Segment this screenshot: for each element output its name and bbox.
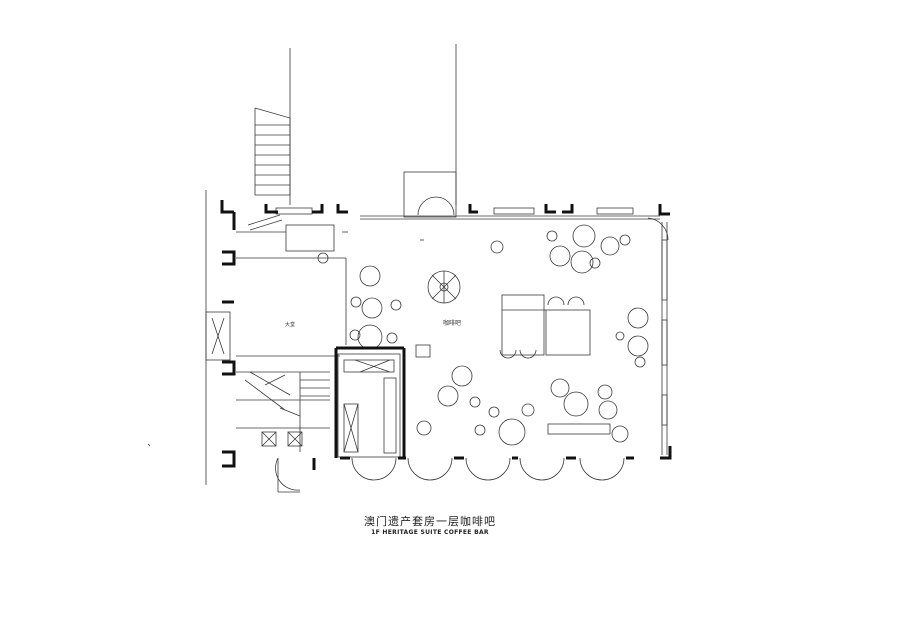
right-wall-windows <box>647 217 669 455</box>
drawing-subtitle: 1F HERITAGE SUITE COFFEE BAR <box>371 529 489 536</box>
lower-left-stair <box>236 371 330 452</box>
left-service-rooms <box>205 214 347 361</box>
bar-counter <box>337 344 431 458</box>
main-room-label: 咖啡吧 <box>443 319 461 327</box>
seating-left <box>349 265 402 350</box>
bottom-doors <box>275 457 625 493</box>
communal-table <box>499 294 591 359</box>
external-staircase <box>254 107 291 196</box>
structural-walls <box>220 200 672 470</box>
seating-lower-center <box>416 365 535 446</box>
seating-top-right <box>490 224 631 274</box>
side-room-label: 大堂 <box>285 321 295 328</box>
seating-lower-right <box>547 378 629 443</box>
center-pendant <box>427 270 461 304</box>
top-windows <box>275 207 660 220</box>
drawing-title: 澳门遗产套房一层咖啡吧 <box>364 515 496 528</box>
wall-ticks <box>147 231 424 447</box>
top-entrance-porch <box>403 171 457 218</box>
seating-right-wall <box>615 307 649 368</box>
site-boundary-lines <box>205 44 457 485</box>
